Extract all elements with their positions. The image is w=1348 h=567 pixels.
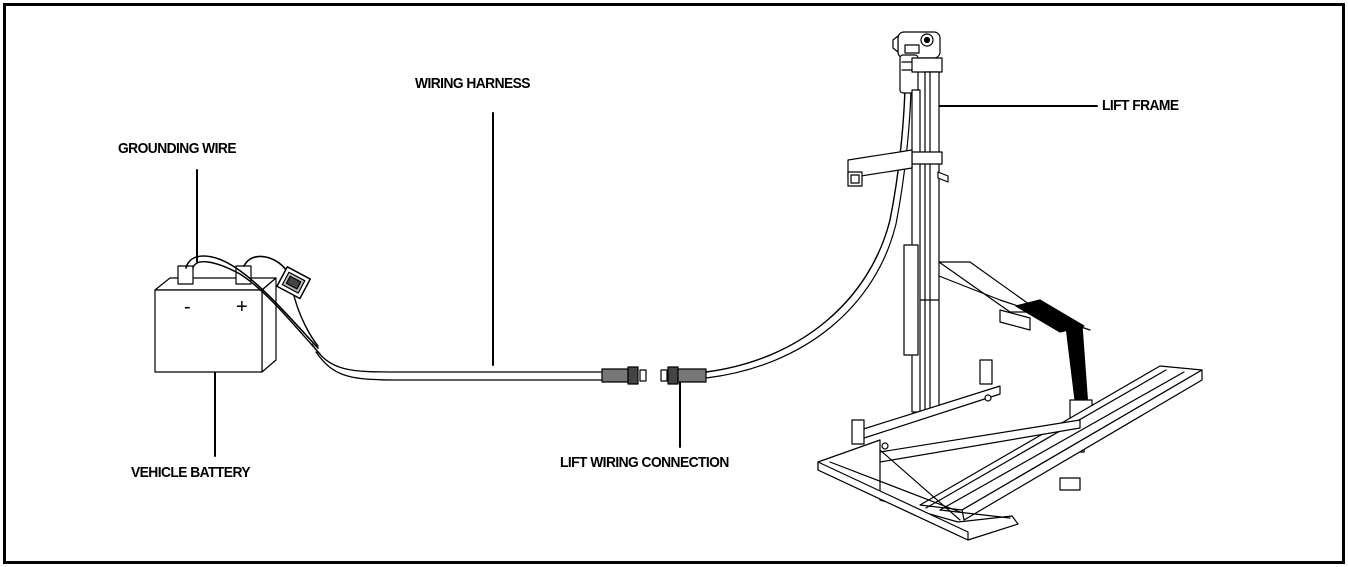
negative-terminal xyxy=(177,265,194,285)
grounding-wire xyxy=(185,255,319,349)
vehicle-battery xyxy=(154,265,277,373)
label-wiring-harness: WIRING HARNESS xyxy=(415,75,531,92)
wiring-harness xyxy=(311,343,603,373)
fuse-holder xyxy=(276,266,311,300)
label-grounding-wire: GROUNDING WIRE xyxy=(118,140,237,157)
label-vehicle-battery: VEHICLE BATTERY xyxy=(131,464,251,481)
harness-connector xyxy=(601,366,647,385)
label-lift-wiring-connection: LIFT WIRING CONNECTION xyxy=(560,454,729,471)
battery-positive-sign: + xyxy=(236,296,248,318)
battery-negative-sign: - xyxy=(184,296,191,318)
lift-wire xyxy=(705,87,906,373)
lift-frame xyxy=(817,31,1203,541)
label-lift-frame: LIFT FRAME xyxy=(1102,97,1179,114)
diagram-border xyxy=(3,3,1345,564)
lift-connector xyxy=(660,366,707,385)
